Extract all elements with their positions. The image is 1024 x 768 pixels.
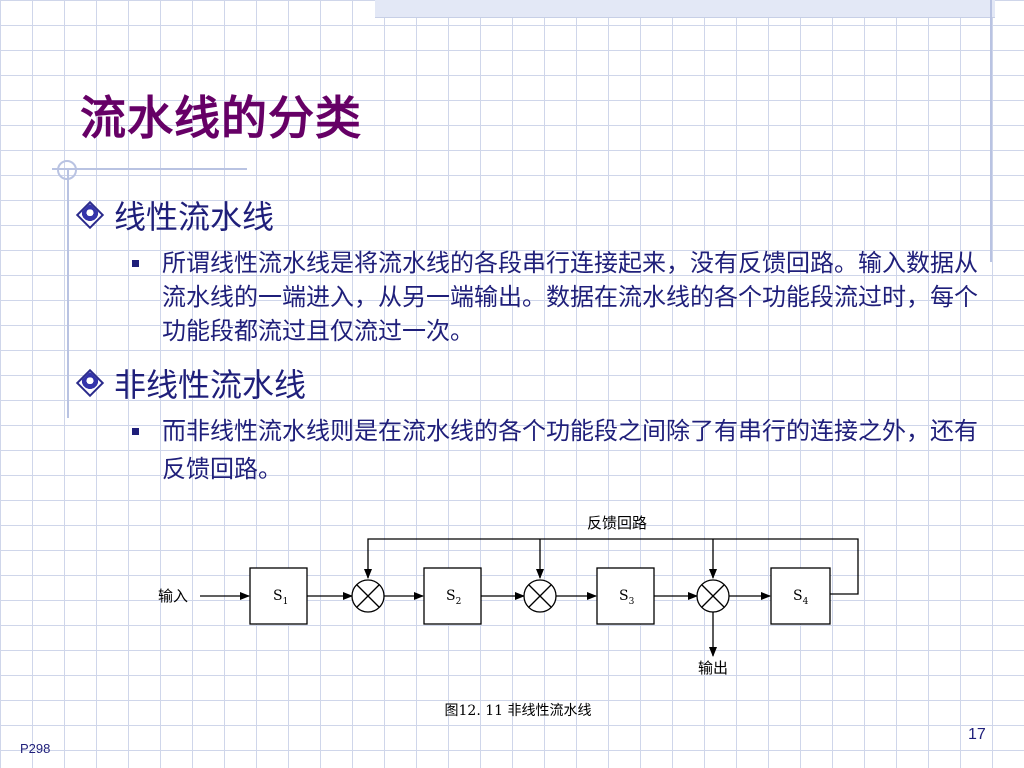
stage-letter: S bbox=[446, 588, 456, 604]
stage-s1: S1 bbox=[249, 567, 308, 625]
stage-s3: S3 bbox=[596, 567, 655, 625]
stage-letter: S bbox=[793, 588, 803, 604]
section-body-nonlinear: 而非线性流水线则是在流水线的各个功能段之间除了有串行的连接之外，还有反馈回路。 bbox=[132, 412, 992, 488]
output-label: 输出 bbox=[698, 659, 728, 677]
stage-letter: S bbox=[273, 588, 283, 604]
stage-s2: S2 bbox=[423, 567, 482, 625]
section-heading-text: 非线性流水线 bbox=[114, 366, 307, 404]
svg-text:S1: S1 bbox=[273, 588, 288, 607]
page-number: 17 bbox=[968, 726, 986, 743]
right-decor-rule bbox=[990, 0, 992, 262]
title-underline-rule bbox=[52, 168, 247, 170]
svg-text:S3: S3 bbox=[619, 588, 635, 607]
section-body-linear: 所谓线性流水线是将流水线的各段串行连接起来，没有反馈回路。输入数据从流水线的一端… bbox=[132, 246, 992, 348]
slide-title: 流水线的分类 bbox=[80, 91, 362, 145]
mux-circle-icon bbox=[351, 579, 385, 613]
section-heading-text: 线性流水线 bbox=[114, 198, 275, 236]
section-body-text: 而非线性流水线则是在流水线的各个功能段之间除了有串行的连接之外，还有反馈回路。 bbox=[162, 417, 978, 483]
diamond-bullet-icon bbox=[75, 200, 105, 230]
section-body-text: 所谓线性流水线是将流水线的各段串行连接起来，没有反馈回路。输入数据从流水线的一端… bbox=[162, 249, 978, 345]
figure-caption: 图12. 11 非线性流水线 bbox=[445, 703, 592, 719]
nonlinear-pipeline-diagram: 反馈回路 输入 S1 S2 S3 S4 bbox=[158, 514, 859, 719]
section-heading-linear: 线性流水线 bbox=[75, 192, 275, 238]
input-label: 输入 bbox=[158, 587, 188, 605]
section-heading-nonlinear: 非线性流水线 bbox=[75, 360, 307, 406]
mux-circle-icon bbox=[523, 579, 557, 613]
square-bullet-icon bbox=[132, 260, 139, 267]
feedback-loop bbox=[364, 538, 859, 595]
svg-text:S4: S4 bbox=[793, 588, 809, 607]
stage-subscript: 2 bbox=[456, 597, 462, 607]
stage-subscript: 1 bbox=[283, 597, 289, 607]
diamond-bullet-icon bbox=[75, 368, 105, 398]
decor-ring bbox=[57, 160, 77, 180]
square-bullet-icon bbox=[132, 428, 139, 435]
stage-subscript: 3 bbox=[629, 597, 635, 607]
stage-letter: S bbox=[619, 588, 629, 604]
flow-arrows bbox=[200, 592, 771, 657]
stage-subscript: 4 bbox=[803, 597, 809, 607]
stage-s4: S4 bbox=[770, 567, 831, 625]
feedback-label: 反馈回路 bbox=[587, 514, 647, 532]
svg-text:S2: S2 bbox=[446, 588, 461, 607]
top-decor-band bbox=[375, 0, 995, 18]
left-decor-rule bbox=[67, 170, 69, 418]
page-reference: P298 bbox=[20, 741, 51, 756]
mux-circle-icon bbox=[696, 579, 730, 613]
